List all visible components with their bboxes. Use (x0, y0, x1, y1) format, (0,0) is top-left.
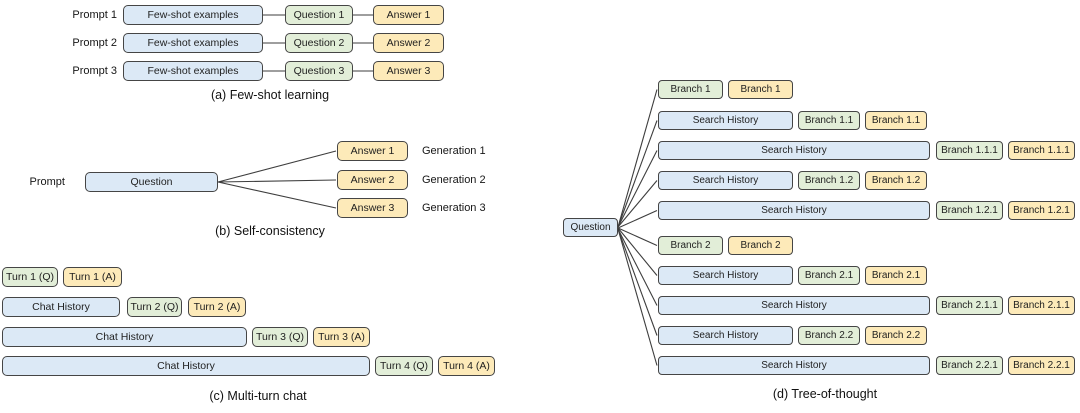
chat-history-box: Chat History (2, 327, 247, 347)
prompt-row-label: Prompt 1 (72, 9, 117, 21)
turn-question-box: Turn 1 (Q) (2, 267, 58, 287)
branch-question-box: Branch 1.2 (798, 171, 860, 190)
answer-box: Answer 3 (337, 198, 408, 218)
prompt-row-label: Prompt 3 (72, 65, 117, 77)
branch-question-box: Branch 2.1 (798, 266, 860, 285)
turn-answer-box: Turn 4 (A) (438, 356, 495, 376)
turn-answer-box: Turn 1 (A) (63, 267, 122, 287)
section-b-caption: (b) Self-consistency (215, 224, 325, 238)
question-box: Question (85, 172, 218, 192)
question-box: Question 3 (285, 61, 353, 81)
section-a-connectors (263, 14, 373, 72)
answer-box: Answer 1 (373, 5, 444, 25)
fewshot-examples-box: Few-shot examples (123, 5, 263, 25)
fewshot-examples-box: Few-shot examples (123, 33, 263, 53)
branch-question-box: Branch 2.2.1 (936, 356, 1003, 375)
search-history-box: Search History (658, 111, 793, 130)
answer-box: Answer 3 (373, 61, 444, 81)
question-box: Question (563, 218, 618, 237)
branch-answer-box: Branch 2.1.1 (1008, 296, 1075, 315)
answer-box: Answer 2 (337, 170, 408, 190)
branch-answer-box: Branch 1.2.1 (1008, 201, 1075, 220)
section-c-caption: (c) Multi-turn chat (209, 389, 307, 403)
chat-history-box: Chat History (2, 297, 120, 317)
search-history-box: Search History (658, 266, 793, 285)
section-b-connectors (217, 150, 337, 209)
chat-history-box: Chat History (2, 356, 370, 376)
question-box: Question 2 (285, 33, 353, 53)
answer-box: Answer 1 (337, 141, 408, 161)
branch-question-box: Branch 1.1.1 (936, 141, 1003, 160)
turn-answer-box: Turn 3 (A) (313, 327, 370, 347)
branch-question-box: Branch 1.1 (798, 111, 860, 130)
generation-label: Generation 2 (422, 174, 486, 186)
generation-label: Generation 3 (422, 202, 486, 214)
branch-answer-box: Branch 2.2 (865, 326, 927, 345)
section-d-connectors (617, 89, 658, 366)
branch-answer-box: Branch 1.1.1 (1008, 141, 1075, 160)
search-history-box: Search History (658, 171, 793, 190)
branch-answer-box: Branch 2 (728, 236, 793, 255)
branch-answer-box: Branch 1.1 (865, 111, 927, 130)
section-d-caption: (d) Tree-of-thought (772, 387, 878, 401)
branch-answer-box: Branch 2.2.1 (1008, 356, 1075, 375)
turn-question-box: Turn 4 (Q) (375, 356, 433, 376)
turn-answer-box: Turn 2 (A) (188, 297, 246, 317)
branch-question-box: Branch 2 (658, 236, 723, 255)
branch-question-box: Branch 1 (658, 80, 723, 99)
fewshot-examples-box: Few-shot examples (123, 61, 263, 81)
branch-answer-box: Branch 1.2 (865, 171, 927, 190)
turn-question-box: Turn 2 (Q) (127, 297, 182, 317)
branch-answer-box: Branch 2.1 (865, 266, 927, 285)
answer-box: Answer 2 (373, 33, 444, 53)
prompt-label: Prompt (29, 176, 65, 188)
question-box: Question 1 (285, 5, 353, 25)
section-a-caption: (a) Few-shot learning (210, 88, 330, 102)
search-history-box: Search History (658, 141, 930, 160)
search-history-box: Search History (658, 356, 930, 375)
search-history-box: Search History (658, 326, 793, 345)
prompt-row-label: Prompt 2 (72, 37, 117, 49)
branch-question-box: Branch 2.1.1 (936, 296, 1003, 315)
branch-answer-box: Branch 1 (728, 80, 793, 99)
generation-label: Generation 1 (422, 145, 486, 157)
search-history-box: Search History (658, 296, 930, 315)
branch-question-box: Branch 1.2.1 (936, 201, 1003, 220)
search-history-box: Search History (658, 201, 930, 220)
branch-question-box: Branch 2.2 (798, 326, 860, 345)
turn-question-box: Turn 3 (Q) (252, 327, 308, 347)
